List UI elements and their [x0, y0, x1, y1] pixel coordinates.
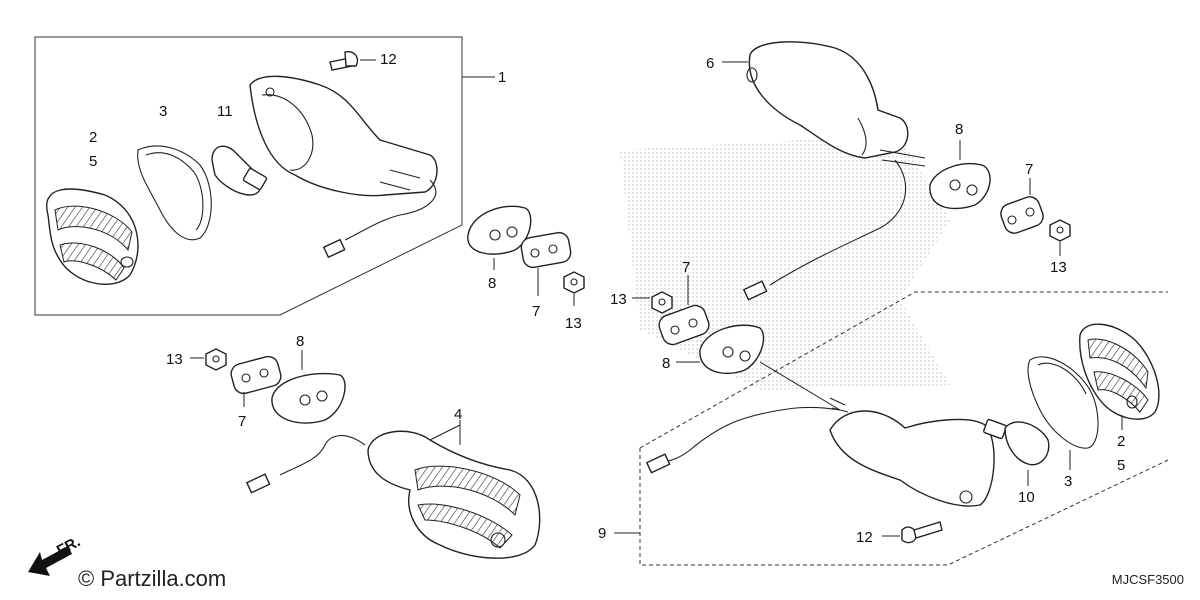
frame-assembly-9: [614, 291, 1169, 566]
nut-13-middle: [563, 271, 585, 294]
label-5-right: 5: [1117, 457, 1125, 474]
nut-13-middle-right: [651, 291, 673, 314]
label-7-middle-right: 7: [682, 259, 690, 276]
label-5-left: 5: [89, 153, 97, 170]
grommet-8-lower-left: [271, 372, 346, 424]
label-2-right: 2: [1117, 433, 1125, 450]
label-7-middle: 7: [532, 303, 540, 320]
right-front-lens: [1079, 323, 1160, 420]
left-lens-seal: [137, 145, 212, 241]
right-front-housing: [829, 397, 995, 507]
label-10: 10: [1018, 489, 1035, 506]
copyright-text: © Partzilla.com: [78, 566, 227, 591]
front-direction-indicator: FR.: [28, 533, 83, 576]
left-front-lens: [46, 188, 139, 285]
left-bulb: [211, 145, 268, 196]
label-8-upper-right: 8: [955, 121, 963, 138]
frame-assembly-1: [34, 36, 495, 316]
stipple-background: [620, 135, 950, 390]
label-3-right: 3: [1064, 473, 1072, 490]
right-rear-wire: [769, 159, 907, 286]
label-13-middle: 13: [565, 315, 582, 332]
label-13-upper-right: 13: [1050, 259, 1067, 276]
front-arrow-icon: [28, 546, 72, 576]
collar-7-middle-right: [658, 304, 710, 346]
label-7-lower-left: 7: [238, 413, 246, 430]
right-bulb: [983, 418, 1050, 466]
label-12-lower: 12: [856, 529, 873, 546]
label-6: 6: [706, 55, 714, 72]
right-screw: [901, 521, 943, 544]
left-front-housing: [367, 430, 541, 559]
label-7-upper-right: 7: [1025, 161, 1033, 178]
right-front-connector: [645, 453, 671, 474]
label-4: 4: [454, 406, 462, 423]
left-housing: [249, 75, 438, 197]
right-rear-connector: [742, 280, 768, 301]
diagram-code: MJCSF3500: [1111, 572, 1184, 587]
nut-13-upper-right: [1049, 219, 1071, 242]
right-lens-seal: [1027, 356, 1099, 449]
left-front-connector: [245, 473, 271, 494]
label-3-left: 3: [159, 103, 167, 120]
left-wire-connector: [322, 238, 346, 259]
label-8-middle: 8: [488, 275, 496, 292]
label-1: 1: [498, 69, 506, 86]
right-rear-housing: [746, 41, 926, 167]
label-8-middle-right: 8: [662, 355, 670, 372]
label-11: 11: [217, 103, 233, 120]
label-13-middle-right: 13: [610, 291, 627, 308]
label-9: 9: [598, 525, 606, 542]
label-13-lower-left: 13: [166, 351, 183, 368]
collar-7-upper-right: [1000, 196, 1044, 234]
collar-7-middle: [520, 231, 572, 269]
left-front-wire: [279, 435, 366, 476]
label-2-left: 2: [89, 129, 97, 146]
label-12-upper: 12: [380, 51, 397, 68]
left-screw: [329, 51, 359, 71]
nut-13-lower-left: [205, 348, 227, 371]
left-wire: [344, 179, 437, 241]
grommet-8-middle: [467, 205, 532, 255]
label-8-lower-left: 8: [296, 333, 304, 350]
right-front-wire: [664, 406, 841, 463]
collar-7-lower-left: [230, 355, 282, 395]
